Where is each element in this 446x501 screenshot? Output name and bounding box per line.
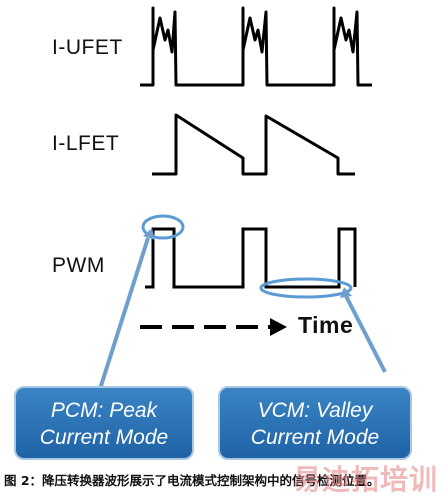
pcm-pointer-line <box>98 237 150 390</box>
pcm-callout-line2: Current Mode <box>39 426 169 449</box>
time-arrow-head <box>270 318 287 336</box>
i-lfet-waveform <box>152 113 355 176</box>
vcm-pointer-line <box>344 295 387 373</box>
vcm-callout: VCM: Valley Current Mode <box>218 386 412 460</box>
i-ufet-waveform <box>140 6 372 87</box>
pwm-waveform <box>145 227 357 289</box>
watermark: 易迪拓培训 <box>292 463 438 496</box>
i-lfet-label: I-LFET <box>52 132 120 155</box>
i-ufet-label: I-UFET <box>52 36 123 59</box>
vcm-pointer-head <box>340 287 352 298</box>
vcm-callout-line2: Current Mode <box>250 426 380 449</box>
peak-highlight-ellipse <box>141 214 185 240</box>
vcm-callout-line1: VCM: Valley <box>257 399 373 422</box>
time-label: Time <box>298 312 354 338</box>
pcm-pointer-head <box>143 228 155 240</box>
pcm-callout-line1: PCM: Peak <box>50 399 158 422</box>
pcm-callout: PCM: Peak Current Mode <box>14 386 194 460</box>
figure-caption: 图 2：降压转换器波形展示了电流模式控制架构中的信号检测位置。 <box>4 473 380 488</box>
pwm-label: PWM <box>52 254 105 277</box>
valley-highlight-ellipse <box>259 277 353 299</box>
